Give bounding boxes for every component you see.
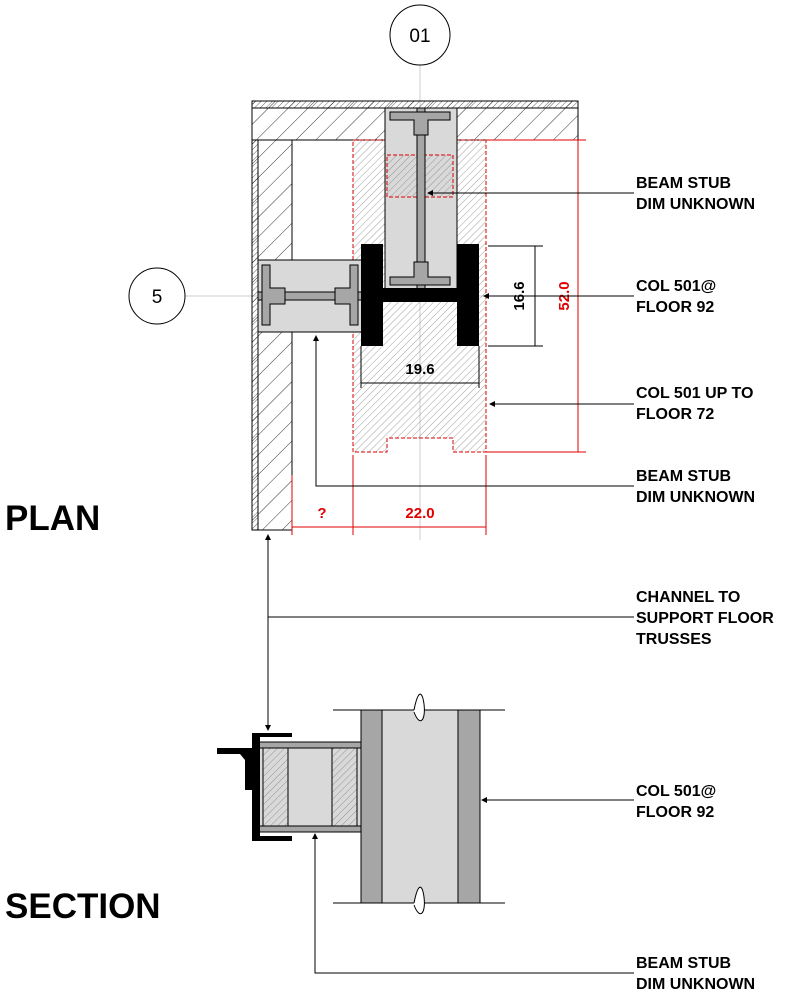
channel (217, 733, 292, 841)
callout-text: DIM UNKNOWN (636, 489, 755, 506)
grid-bubble-01: 01 (389, 4, 451, 66)
leader-lines (265, 190, 634, 974)
callout-text: CHANNEL TO (636, 589, 740, 606)
callout-text: BEAM STUB (636, 468, 731, 485)
callout-text: BEAM STUB (636, 175, 731, 192)
grid-label-01: 01 (409, 26, 430, 47)
callout-text: COL 501@ (636, 278, 716, 295)
callout-text: TRUSSES (636, 631, 712, 648)
callout-text: DIM UNKNOWN (636, 196, 755, 213)
dim-label-web-width: 19.6 (405, 361, 434, 378)
callout-text: COL 501 UP TO (636, 385, 753, 402)
dim-label-unknown-gap: ? (317, 505, 326, 522)
callout-col-floor72: COL 501 UP TO FLOOR 72 (636, 385, 753, 423)
callout-text: SUPPORT FLOOR (636, 610, 774, 627)
column-floor92 (361, 244, 479, 346)
section-view: SECTION (5, 693, 505, 926)
callout-channel: CHANNEL TO SUPPORT FLOOR TRUSSES (636, 589, 774, 648)
callout-text: DIM UNKNOWN (636, 976, 755, 993)
callout-section-beam: BEAM STUB DIM UNKNOWN (636, 955, 755, 993)
callout-beam-stub-top: BEAM STUB DIM UNKNOWN (636, 175, 755, 213)
callout-beam-stub-left: BEAM STUB DIM UNKNOWN (636, 468, 755, 506)
dim-19-6 (360, 346, 480, 388)
dim-22-0 (291, 455, 487, 535)
dim-label-overall-width: 22.0 (405, 505, 434, 522)
callout-text: FLOOR 92 (636, 299, 714, 316)
grid-bubble-5: 5 (128, 267, 186, 325)
callout-col-floor92: COL 501@ FLOOR 92 (636, 278, 716, 316)
plan-view: 16.6 19.6 52.0 ? 22.0 PLAN (5, 100, 586, 538)
callout-section-col: COL 501@ FLOOR 92 (636, 783, 716, 821)
callout-text: FLOOR 72 (636, 406, 714, 423)
callout-text: FLOOR 92 (636, 804, 714, 821)
section-title: SECTION (5, 887, 161, 926)
callout-text: COL 501@ (636, 783, 716, 800)
plan-title: PLAN (5, 499, 100, 538)
callout-text: BEAM STUB (636, 955, 731, 972)
grid-label-5: 5 (152, 287, 163, 308)
wall (251, 139, 293, 531)
